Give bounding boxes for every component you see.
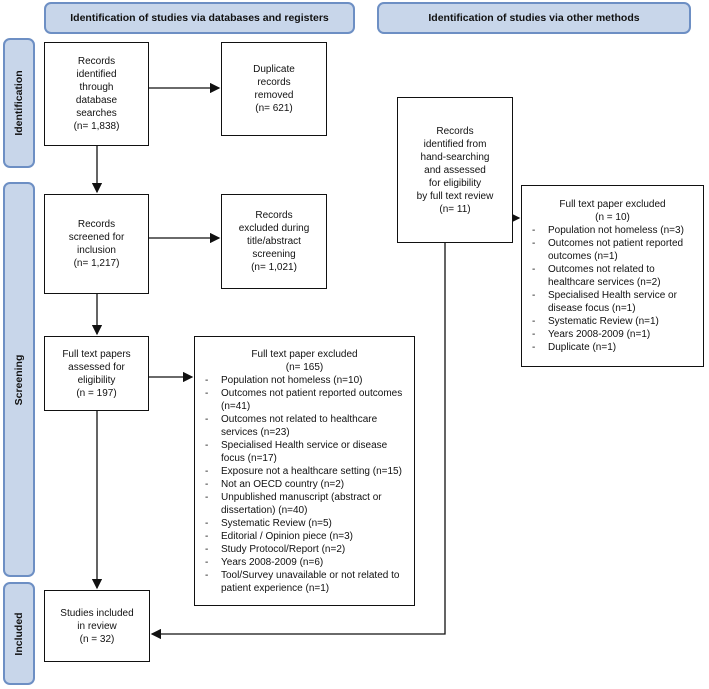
duplicates-line: Duplicate — [253, 64, 295, 75]
other-exclusion-item: Years 2008-2009 (n=1) — [530, 328, 695, 341]
other-excluded-total: (n = 10) — [595, 212, 630, 223]
box-records-screened: Records screened for inclusion (n= 1,217… — [44, 194, 149, 294]
other-exclusion-item: Population not homeless (n=3) — [530, 224, 695, 237]
excluded-line: Records — [255, 210, 293, 221]
other-exclusion-item: Systematic Review (n=1) — [530, 315, 695, 328]
excluded-line: screening — [252, 249, 296, 260]
hand-search-line: hand-searching — [420, 151, 490, 163]
records-identified-line: Records — [77, 56, 116, 67]
hand-search-line: Records — [436, 125, 474, 137]
included-count: (n = 32) — [79, 633, 115, 645]
screened-line: inclusion — [77, 245, 116, 256]
exclusion-item: Not an OECD country (n=2) — [203, 478, 406, 491]
box-records-identified: Records identified through database sear… — [44, 42, 149, 146]
fulltext-line: Full text papers — [62, 348, 131, 360]
hand-search-line: by full text review — [416, 190, 494, 202]
records-identified-line: identified — [76, 69, 117, 80]
fulltext-line: eligibility — [77, 374, 116, 386]
box-fulltext-excluded: Full text paper excluded (n= 165) Popula… — [194, 336, 415, 606]
exclusion-item: Systematic Review (n=5) — [203, 517, 406, 530]
exclusion-item: Editorial / Opinion piece (n=3) — [203, 530, 406, 543]
excluded-count: (n= 1,021) — [251, 262, 297, 273]
box-hand-search: Records identified from hand-searching a… — [397, 97, 513, 243]
duplicates-count: (n= 621) — [255, 103, 293, 114]
other-exclusion-item: Outcomes not related to healthcare servi… — [530, 263, 695, 289]
other-excluded-list: Population not homeless (n=3) Outcomes n… — [530, 224, 695, 354]
excluded-line: excluded during — [238, 223, 310, 234]
records-identified-line: searches — [76, 108, 117, 119]
box-other-excluded: Full text paper excluded (n = 10) Popula… — [521, 185, 704, 367]
screened-line: Records — [77, 219, 116, 230]
exclusion-item: Study Protocol/Report (n=2) — [203, 543, 406, 556]
included-line: in review — [77, 620, 117, 632]
header-other-methods: Identification of studies via other meth… — [377, 2, 691, 34]
duplicates-line: records — [257, 77, 291, 88]
arrow-hand-search-to-included — [150, 243, 446, 640]
other-exclusion-item: Outcomes not patient reported outcomes (… — [530, 237, 695, 263]
fulltext-excluded-list: Population not homeless (n=10) Outcomes … — [203, 374, 406, 595]
fulltext-line: assessed for — [68, 361, 125, 373]
excluded-line: title/abstract — [247, 236, 301, 247]
screened-count: (n= 1,217) — [73, 258, 120, 269]
included-line: Studies included — [60, 607, 134, 619]
exclusion-item: Exposure not a healthcare setting (n=15) — [203, 465, 406, 478]
exclusion-item: Years 2008-2009 (n=6) — [203, 556, 406, 569]
stage-included: Included — [3, 582, 35, 685]
exclusion-item: Outcomes not patient reported outcomes (… — [203, 387, 406, 413]
fulltext-excluded-total: (n= 165) — [285, 361, 324, 373]
box-duplicates-removed: Duplicate records removed (n= 621) — [221, 42, 327, 136]
other-exclusion-item: Specialised Health service or disease fo… — [530, 289, 695, 315]
screened-line: screened for — [68, 232, 125, 243]
stage-identification: Identification — [3, 38, 35, 168]
records-identified-count: (n= 1,838) — [73, 121, 120, 132]
stage-screening: Screening — [3, 182, 35, 577]
hand-search-line: and assessed — [424, 164, 486, 176]
hand-search-line: for eligibility — [428, 177, 482, 189]
box-records-excluded: Records excluded during title/abstract s… — [221, 194, 327, 289]
records-identified-line: database — [75, 95, 118, 106]
other-exclusion-item: Duplicate (n=1) — [530, 341, 695, 354]
fulltext-count: (n = 197) — [76, 387, 117, 399]
header-databases: Identification of studies via databases … — [44, 2, 355, 34]
box-full-text-assessed: Full text papers assessed for eligibilit… — [44, 336, 149, 411]
exclusion-item: Unpublished manuscript (abstract or diss… — [203, 491, 406, 517]
exclusion-item: Outcomes not related to healthcare servi… — [203, 413, 406, 439]
exclusion-item: Tool/Survey unavailable or not related t… — [203, 569, 406, 595]
other-excluded-title: Full text paper excluded — [559, 199, 666, 210]
hand-search-line: identified from — [423, 138, 487, 150]
duplicates-line: removed — [254, 90, 294, 101]
box-studies-included: Studies included in review (n = 32) — [44, 590, 150, 662]
exclusion-item: Specialised Health service or disease fo… — [203, 439, 406, 465]
hand-search-count: (n= 11) — [439, 203, 471, 215]
exclusion-item: Population not homeless (n=10) — [203, 374, 406, 387]
records-identified-line: through — [79, 82, 114, 93]
fulltext-excluded-title: Full text paper excluded — [251, 348, 358, 360]
